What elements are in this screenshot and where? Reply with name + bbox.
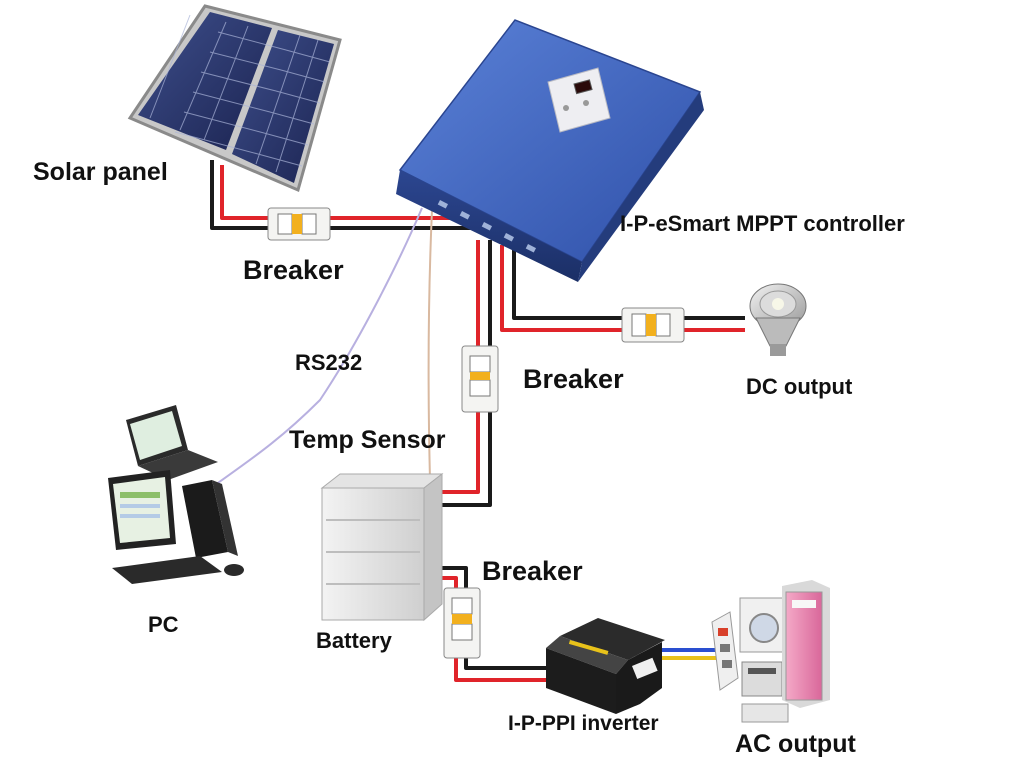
controller-label: I-P-eSmart MPPT controller (620, 211, 905, 236)
rs232-label: RS232 (295, 350, 363, 375)
dc-lamp-image (749, 283, 807, 356)
pc-label: PC (148, 612, 179, 637)
breaker-solar-image (267, 207, 331, 241)
solar-panel-label: Solar panel (33, 158, 168, 186)
ac-output-label: AC output (735, 730, 856, 758)
rs232-cable (214, 207, 423, 486)
solar-panel-image (127, 4, 342, 193)
inverter-image (546, 618, 665, 714)
breaker-solar-label: Breaker (243, 255, 344, 285)
washing-machine-image (739, 597, 789, 653)
battery-label: Battery (316, 628, 392, 653)
dc-output-label: DC output (746, 374, 853, 399)
battery-wires (438, 240, 492, 507)
breaker-battery-label: Breaker (523, 364, 624, 394)
dc-output-wires (500, 245, 745, 332)
temp-sensor-cable (427, 209, 433, 481)
breaker-battery-image (461, 345, 499, 413)
small-appliance-image (741, 703, 789, 723)
ac-socket-strip-image (711, 611, 739, 691)
pink-cabinet-image (782, 580, 830, 708)
battery-cabinet-image (320, 472, 444, 622)
mppt-controller-image (396, 19, 704, 282)
breaker-inverter-image (443, 587, 481, 659)
inverter-label: I-P-PPI inverter (508, 712, 659, 735)
pc-image (108, 405, 244, 584)
temp-sensor-label: Temp Sensor (289, 426, 446, 454)
breaker-dc-image (621, 307, 685, 343)
printer-image (741, 661, 783, 697)
breaker-inverter-label: Breaker (482, 556, 583, 586)
ac-output-wires (660, 648, 716, 660)
